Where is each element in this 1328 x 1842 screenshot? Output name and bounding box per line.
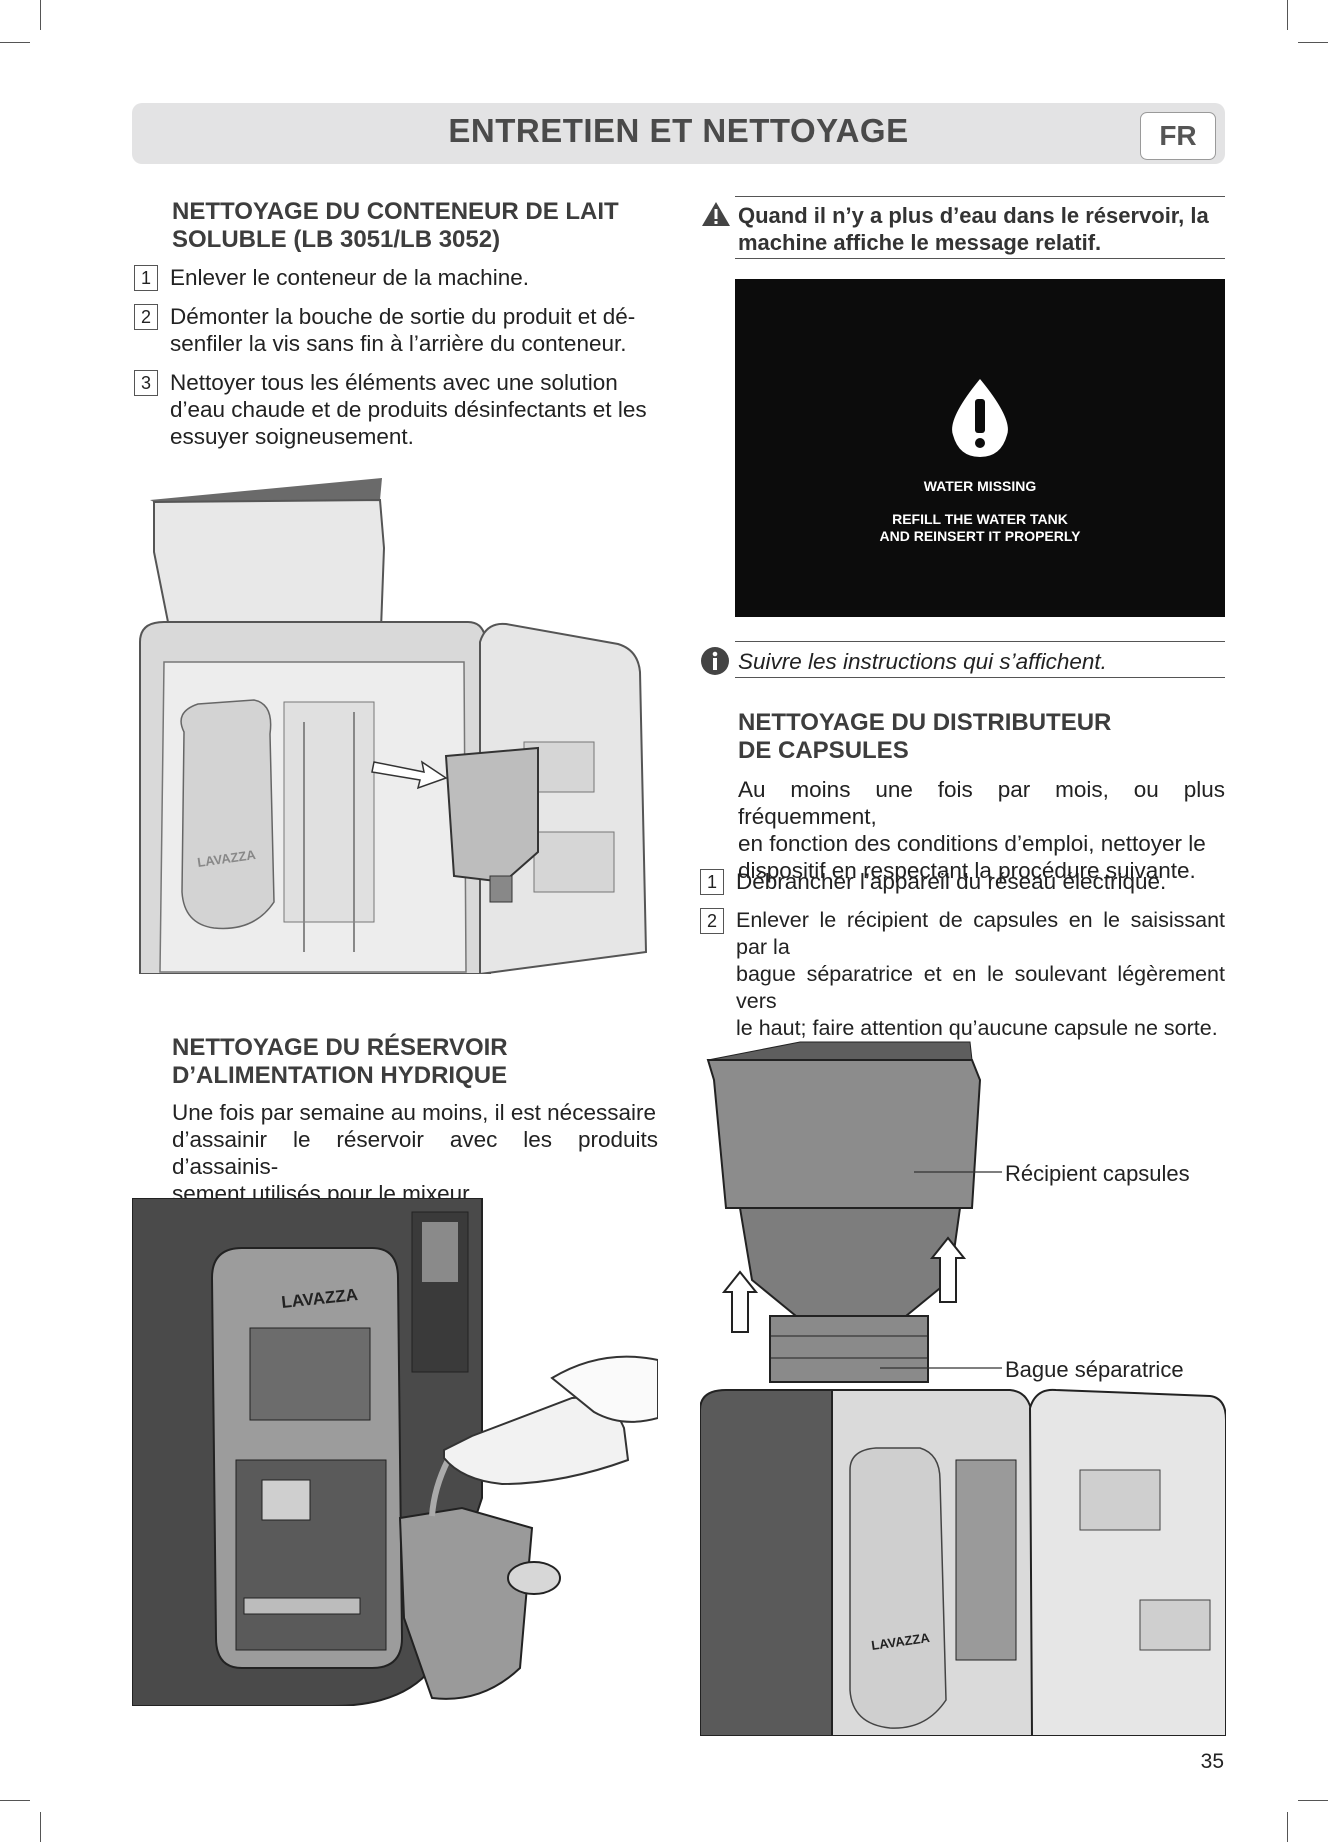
- door-part: [1079, 1469, 1161, 1531]
- paragraph-line: d’assainir le réservoir avec les produit…: [172, 1127, 658, 1179]
- step-line: Nettoyer tous les éléments avec une solu…: [170, 370, 618, 395]
- paragraph-line: Une fois par semaine au moins, il est né…: [172, 1100, 656, 1125]
- warning-icon: [702, 202, 730, 226]
- step-line: Démonter la bouche de sortie du produit …: [170, 304, 636, 329]
- step-text: Nettoyer tous les éléments avec une solu…: [170, 369, 647, 450]
- milk-step-2: 2 Démonter la bouche de sortie du produi…: [134, 303, 658, 357]
- lift-arrow-icon: [929, 1236, 967, 1303]
- crop-mark: [0, 1800, 30, 1801]
- internal-panel: [283, 701, 375, 923]
- step-line: bague séparatrice et en le soulevant lég…: [736, 962, 1225, 1013]
- step-text: Débrancher l’appareil du réseau électriq…: [736, 868, 1166, 895]
- step-text: Démonter la bouche de sortie du produit …: [170, 303, 635, 357]
- display-title: WATER MISSING: [923, 478, 1037, 494]
- illustration-capsule-container-removal: LAVAZZA: [700, 1040, 1226, 1736]
- step-text: Enlever le récipient de capsules en le s…: [736, 907, 1225, 1042]
- divider: [735, 677, 1225, 678]
- capsule-container: [706, 1059, 982, 1209]
- crop-mark: [1287, 0, 1288, 30]
- water-drop-alert-icon: [952, 379, 1008, 457]
- step-number: 3: [134, 370, 158, 396]
- section-title-line: SOLUBLE (LB 3051/LB 3052): [172, 226, 501, 253]
- crop-mark: [1298, 42, 1328, 43]
- section-title-line: NETTOYAGE DU CONTENEUR DE LAIT: [172, 198, 619, 225]
- display-line: AND REINSERT IT PROPERLY: [879, 528, 1081, 544]
- warning-line: Quand il n’y a plus d’eau dans le réserv…: [738, 203, 1209, 228]
- illustration-milk-container-removal: LAVAZZA: [134, 472, 654, 974]
- liquid-stream: [429, 1458, 451, 1517]
- step-line: essuyer soigneusement.: [170, 424, 414, 449]
- section-title-line: NETTOYAGE DU DISTRIBUTEUR: [738, 709, 1112, 736]
- step-text: Enlever le conteneur de la machine.: [170, 264, 529, 291]
- internal-mechanism: [955, 1459, 1017, 1661]
- water-tank-paragraph: Une fois par semaine au moins, il est né…: [172, 1099, 658, 1207]
- hopper-lid: [150, 478, 382, 502]
- divider: [735, 641, 1225, 642]
- water-tank: [398, 1506, 534, 1700]
- crop-mark: [1287, 1812, 1288, 1842]
- display-line: REFILL THE WATER TANK: [892, 511, 1068, 527]
- step-line: Enlever le récipient de capsules en le s…: [736, 908, 1225, 959]
- section-title-capsule-dispenser: NETTOYAGE DU DISTRIBUTEUR DE CAPSULES: [738, 709, 1225, 765]
- lift-arrow-icon: [721, 1270, 759, 1333]
- paragraph-line: dispositif en respectant la procédure su…: [738, 858, 1196, 883]
- dispense-area: [235, 1459, 387, 1651]
- language-badge: FR: [1140, 112, 1216, 160]
- section-title-milk-container: NETTOYAGE DU CONTENEUR DE LAIT SOLUBLE (…: [172, 198, 672, 254]
- step-number: 1: [134, 265, 158, 291]
- page-number: 35: [1200, 1750, 1224, 1773]
- capsule-intro: Au moins une fois par mois, ou plus fréq…: [738, 776, 1225, 884]
- capsule-step-2: 2 Enlever le récipient de capsules en le…: [700, 907, 1225, 1042]
- divider: [735, 196, 1225, 197]
- step-line: Enlever le conteneur de la machine.: [170, 265, 529, 290]
- tank-cap: [507, 1561, 561, 1595]
- hand-icon: [550, 1355, 658, 1423]
- section-title-line: NETTOYAGE DU RÉSERVOIR: [172, 1034, 508, 1061]
- step-number: 1: [700, 869, 724, 895]
- section-title-water-tank: NETTOYAGE DU RÉSERVOIR D’ALIMENTATION HY…: [172, 1034, 672, 1090]
- crop-mark: [40, 0, 41, 30]
- page-title: ENTRETIEN ET NETTOYAGE: [448, 112, 909, 149]
- milk-spout: [489, 875, 513, 903]
- info-icon: [701, 647, 729, 675]
- coin-slot: [422, 1222, 458, 1282]
- crop-mark: [0, 42, 30, 43]
- canister-shape: [180, 699, 275, 930]
- crop-mark: [40, 1812, 41, 1842]
- section-title-line: DE CAPSULES: [738, 737, 909, 764]
- drip-tray: [243, 1597, 361, 1615]
- separating-ring: [769, 1315, 929, 1383]
- paragraph-line: Au moins une fois par mois, ou plus fréq…: [738, 777, 1225, 829]
- illustration-water-tank-sanitizing: LAVAZZA: [132, 1198, 658, 1706]
- warning-message: Quand il n’y a plus d’eau dans le réserv…: [738, 202, 1225, 256]
- step-line: Débrancher l’appareil du réseau électriq…: [736, 869, 1167, 894]
- section-title-line: D’ALIMENTATION HYDRIQUE: [172, 1062, 508, 1089]
- warning-line: machine affiche le message relatif.: [738, 230, 1102, 255]
- callout-capsule-container: Récipient capsules: [1005, 1161, 1190, 1186]
- door-part: [533, 831, 615, 893]
- machine-display: WATER MISSING REFILL THE WATER TANK AND …: [735, 279, 1225, 617]
- step-line: le haut; faire attention qu’aucune capsu…: [736, 1016, 1218, 1040]
- step-line: d’eau chaude et de produits désinfectant…: [170, 397, 647, 422]
- header-bar: [132, 103, 1225, 164]
- milk-container: [444, 746, 539, 884]
- nozzle: [261, 1479, 311, 1521]
- door-part: [1139, 1599, 1211, 1651]
- removal-arrow-icon: [371, 760, 448, 790]
- step-number: 2: [700, 908, 724, 934]
- milk-step-1: 1 Enlever le conteneur de la machine.: [134, 264, 658, 291]
- milk-step-3: 3 Nettoyer tous les éléments avec une so…: [134, 369, 658, 450]
- paragraph-line: en fonction des conditions d’emploi, net…: [738, 831, 1206, 856]
- step-line: senfiler la vis sans fin à l’arrière du …: [170, 331, 627, 356]
- capsule-step-1: 1 Débrancher l’appareil du réseau électr…: [700, 868, 1225, 895]
- front-display: [249, 1327, 371, 1421]
- info-note: Suivre les instructions qui s’affichent.: [738, 649, 1107, 674]
- canister-shape: [849, 1447, 947, 1729]
- crop-mark: [1298, 1800, 1328, 1801]
- step-number: 2: [134, 304, 158, 330]
- divider: [735, 258, 1225, 259]
- machine-door: [1028, 1388, 1226, 1736]
- callout-separating-ring: Bague séparatrice: [1005, 1357, 1184, 1382]
- machine-body: [700, 1389, 833, 1736]
